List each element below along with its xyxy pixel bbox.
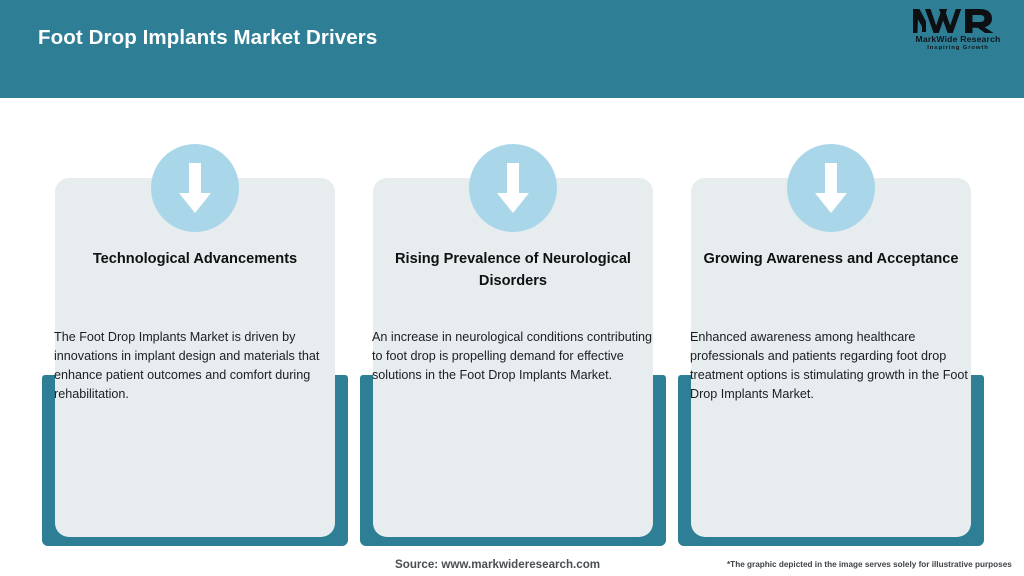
card-heading: Rising Prevalence of Neurological Disord…: [394, 251, 631, 290]
card-description: Enhanced awareness among healthcare prof…: [690, 330, 968, 402]
driver-card: Growing Awareness and Acceptance Enhance…: [678, 140, 984, 550]
driver-card: Technological Advancements The Foot Drop…: [42, 140, 348, 550]
card-heading: Technological Advancements: [92, 251, 298, 267]
mwr-monogram-icon: [913, 9, 994, 33]
brand-logo: MarkWide Research Inspiring Growth: [906, 8, 1010, 60]
card-body: [373, 178, 653, 537]
card-body: [691, 178, 971, 537]
header-bar: Foot Drop Implants Market Drivers: [0, 0, 1024, 98]
card-description: An increase in neurological conditions c…: [372, 330, 653, 383]
card-body: [55, 178, 335, 537]
down-arrow-icon: [151, 144, 239, 232]
down-arrow-icon: [787, 144, 875, 232]
source-note: Source: www.markwideresearch.com: [395, 558, 601, 571]
brand-tagline: Inspiring Growth: [927, 45, 989, 52]
brand-name: MarkWide Research: [915, 34, 1001, 44]
page-title: Foot Drop Implants Market Drivers: [38, 26, 378, 49]
driver-card: Rising Prevalence of Neurological Disord…: [360, 140, 666, 550]
disclaimer-note: *The graphic depicted in the image serve…: [727, 560, 1012, 569]
card-heading: Growing Awareness and Acceptance: [703, 251, 959, 267]
card-description: The Foot Drop Implants Market is driven …: [54, 330, 320, 402]
down-arrow-icon: [469, 144, 557, 232]
